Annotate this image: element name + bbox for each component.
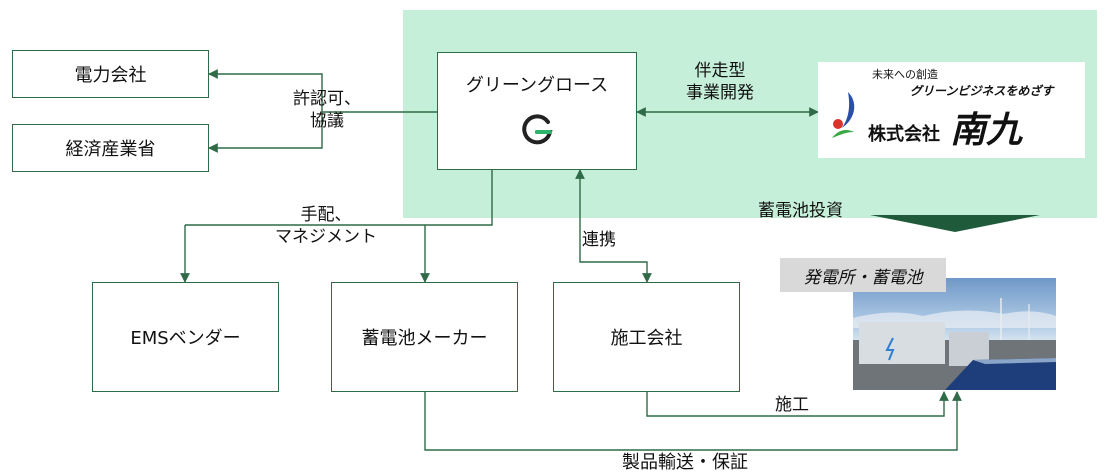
plant-title: 発電所・蓄電池 (780, 258, 946, 292)
nangu-tagline: 未来への創造 (872, 68, 938, 81)
node-green-growth-label: グリーングロース (465, 75, 609, 96)
label-transport: 製品輸送・保証 (622, 452, 748, 473)
node-battery-maker: 蓄電池メーカー (331, 282, 518, 392)
node-green-growth: グリーングロース (437, 52, 637, 170)
arrow-construction-plant (646, 391, 949, 417)
nangu-name: 南九 (950, 110, 1023, 151)
node-battery-maker-label: 蓄電池メーカー (361, 328, 488, 349)
label-permits: 許認可、 協議 (293, 89, 361, 131)
nangu-mark-icon (832, 92, 855, 138)
investment-arrow (870, 215, 1040, 232)
arrow-transport-plant (424, 391, 962, 451)
nangu-slogan: グリーンビジネスをめざす (910, 84, 1054, 98)
node-construction-label: 施工会社 (610, 328, 683, 349)
node-ems: EMSベンダー (92, 282, 279, 392)
arrow-cooperation-down (579, 250, 652, 283)
nangu-company: 株式会社 (868, 124, 940, 145)
arrow-to-keizai (208, 112, 323, 153)
node-keizai-label: 経済産業省 (65, 139, 156, 160)
label-construction-work: 施工 (775, 395, 809, 415)
green-growth-logo-icon (522, 114, 553, 145)
arrow-to-denryoku (208, 69, 323, 112)
node-ems-label: EMSベンダー (130, 328, 241, 349)
node-construction: 施工会社 (553, 282, 740, 392)
link-gg-down (185, 170, 493, 226)
label-arrange: 手配、 マネジメント (275, 205, 377, 247)
label-investment: 蓄電池投資 (758, 201, 843, 221)
battery-solar-illustration (853, 298, 1056, 390)
node-denryoku: 電力会社 (12, 50, 209, 98)
node-denryoku-label: 電力会社 (74, 65, 147, 86)
plant-photo (853, 278, 1056, 390)
label-partnership: 伴走型 事業開発 (686, 61, 754, 103)
node-keizai: 経済産業省 (12, 124, 209, 172)
nangu-logo: 未来への創造 グリーンビジネスをめざす 株式会社 南九 (818, 62, 1085, 158)
label-cooperation: 連携 (582, 230, 616, 250)
